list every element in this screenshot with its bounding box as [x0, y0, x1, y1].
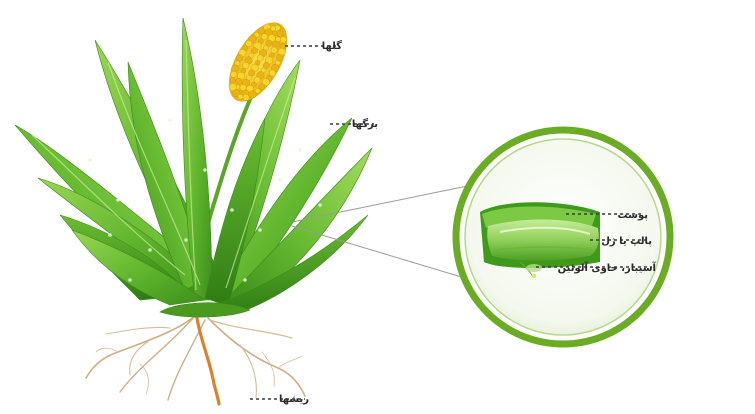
flower-floret: [258, 28, 264, 34]
flower-floret: [249, 91, 257, 99]
flower-floret: [231, 71, 237, 77]
water-droplet: [203, 168, 207, 172]
flower-floret: [243, 62, 249, 68]
leaves: [15, 18, 372, 317]
label-leaves: برگها: [352, 117, 378, 130]
flower-floret: [236, 78, 242, 84]
label-skin: پوست: [618, 210, 649, 221]
flower-floret: [280, 43, 285, 48]
flower-floret: [280, 37, 286, 43]
flower-floret: [230, 78, 235, 83]
water-droplet: [258, 228, 262, 232]
water-droplet: [230, 208, 234, 212]
water-droplet: [128, 278, 132, 282]
label-flowers: گلها: [322, 39, 342, 52]
flower-floret: [257, 55, 263, 61]
flower-floret: [237, 55, 243, 61]
water-droplet: [108, 233, 112, 237]
flower-floret: [277, 54, 283, 60]
water-droplet: [243, 278, 247, 282]
water-droplet: [148, 248, 152, 252]
water-droplet: [168, 118, 172, 122]
roots: [86, 312, 305, 404]
water-droplet: [298, 148, 302, 152]
flower-floret: [243, 94, 249, 100]
water-droplet: [116, 198, 120, 202]
flower-floret: [238, 94, 243, 99]
label-aloin: آسیبار، حاوی آلوئین: [558, 261, 657, 274]
water-droplet: [278, 178, 282, 182]
flower-floret: [271, 47, 277, 53]
water-droplet: [184, 238, 188, 242]
water-droplet: [88, 158, 92, 162]
label-pulp: پالپ یا ژل: [601, 236, 652, 247]
label-roots: ریشها: [279, 394, 309, 405]
water-droplet: [318, 203, 322, 207]
